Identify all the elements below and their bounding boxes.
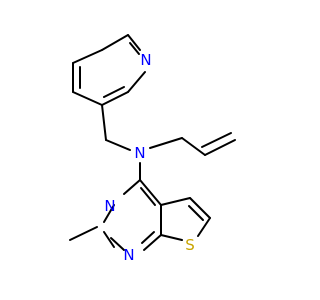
side-chains <box>101 104 236 181</box>
atom-label: S <box>185 236 195 254</box>
atom-label: N <box>134 144 145 162</box>
bond <box>101 91 129 106</box>
atom-s-thiophene: S <box>185 236 195 254</box>
double-bond-inner <box>110 237 125 251</box>
atom-n-amine: N <box>134 144 145 162</box>
bond <box>204 139 236 156</box>
pyridine-ring <box>72 34 146 106</box>
double-bond-inner <box>140 187 156 206</box>
double-bond-inner <box>129 42 140 55</box>
bond <box>103 231 115 248</box>
bond <box>189 197 211 219</box>
atom-n-pyridine: N <box>140 51 151 69</box>
molecule-structure-diagram: N N N N S <box>69 34 236 264</box>
bond <box>101 104 107 141</box>
bond <box>72 91 103 106</box>
bond <box>101 34 129 51</box>
bond <box>197 217 211 237</box>
double-bond-inner <box>188 205 204 221</box>
bond <box>105 139 131 151</box>
double-bond-inner <box>201 132 232 148</box>
bond <box>127 34 141 51</box>
atom-n-pyrimidine-3: N <box>104 197 115 215</box>
atom-label: N <box>104 197 115 215</box>
bond <box>103 204 115 223</box>
double-bond-inner <box>141 231 155 244</box>
thiophene-ring <box>160 197 211 241</box>
atom-label: N <box>140 51 151 69</box>
bond <box>181 137 206 156</box>
atom-label: N <box>123 246 134 264</box>
bond <box>69 226 98 241</box>
bond <box>127 71 146 93</box>
bond <box>143 234 162 251</box>
bond <box>160 197 191 206</box>
double-bond-inner <box>103 86 125 98</box>
bond <box>139 179 162 206</box>
bond <box>149 137 183 149</box>
bond <box>123 179 141 195</box>
bond <box>72 49 103 64</box>
pyrimidine-ring <box>69 179 162 251</box>
bond <box>160 234 183 241</box>
atom-n-pyrimidine-1: N <box>123 246 134 264</box>
